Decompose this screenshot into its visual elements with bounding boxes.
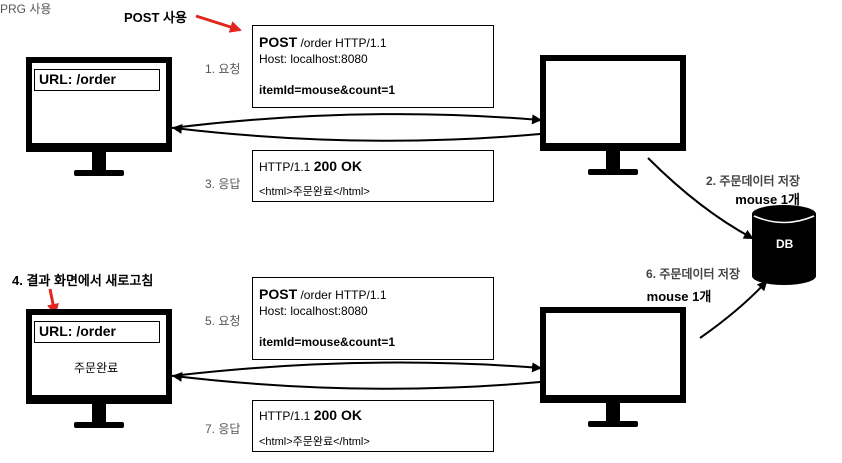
top-caption-fragment: PRG 사용 <box>0 2 52 16</box>
db-note-2: 2. 주문데이터 저장 mouse 1개 <box>680 172 800 208</box>
step-label-7: 7. 응답 <box>205 422 241 436</box>
status-prefix: HTTP/1.1 <box>259 409 311 423</box>
host-header: Host: localhost:8080 <box>259 52 368 66</box>
db-note-6: 6. 주문데이터 저장 mouse 1개 <box>618 265 740 305</box>
callout-refresh: 4. 결과 화면에서 새로고침 <box>12 273 154 288</box>
response-body: <html>주문완료</html> <box>259 436 370 448</box>
monitor-screen: URL: /order 주문완료 <box>26 309 172 404</box>
monitor-stand <box>606 403 620 421</box>
request-line: /order HTTP/1.1 <box>300 36 387 50</box>
request-arrow-top <box>171 113 542 129</box>
monitor-screen <box>540 307 686 403</box>
request-message-bottom: POST /order HTTP/1.1 Host: localhost:808… <box>252 277 494 360</box>
host-header: Host: localhost:8080 <box>259 304 368 318</box>
response-body: <html>주문완료</html> <box>259 186 370 198</box>
db-arrow-bottom <box>699 280 768 339</box>
response-arrow-top <box>172 123 541 142</box>
monitor-base <box>74 170 124 176</box>
response-arrow-bottom <box>172 371 541 390</box>
request-body: itemId=mouse&count=1 <box>259 83 396 97</box>
step-label-5: 5. 요청 <box>205 314 241 328</box>
monitor-stand <box>92 404 106 422</box>
request-arrow-bottom <box>171 361 542 377</box>
url-bar[interactable]: URL: /order <box>34 69 160 91</box>
step-label-3: 3. 응답 <box>205 177 241 191</box>
monitor-screen <box>540 55 686 151</box>
db-note-title: 6. 주문데이터 저장 <box>646 267 740 281</box>
http-method: POST <box>259 286 298 302</box>
http-method: POST <box>259 34 298 50</box>
callout-arrow-post <box>195 14 242 33</box>
url-bar[interactable]: URL: /order <box>34 321 160 343</box>
request-body: itemId=mouse&count=1 <box>259 335 396 349</box>
callout-post-usage: POST 사용 <box>124 10 187 25</box>
monitor-base <box>74 422 124 428</box>
status-code: 200 OK <box>313 158 362 174</box>
screen-order-complete-text: 주문완료 <box>74 361 119 375</box>
step-label-1: 1. 요청 <box>205 62 241 76</box>
monitor-screen: URL: /order <box>26 57 172 152</box>
request-message-top: POST /order HTTP/1.1 Host: localhost:808… <box>252 25 494 108</box>
status-prefix: HTTP/1.1 <box>259 160 311 174</box>
db-note-title: 2. 주문데이터 저장 <box>706 174 800 188</box>
db-note-sub: mouse 1개 <box>735 192 800 207</box>
db-note-sub: mouse 1개 <box>646 289 712 304</box>
monitor-stand <box>606 151 620 169</box>
db-label: DB <box>776 237 794 251</box>
request-line: /order HTTP/1.1 <box>300 288 387 302</box>
db-arrow-top <box>647 157 754 239</box>
monitor-stand <box>92 152 106 170</box>
database: DB <box>752 205 816 285</box>
database-cylinder-icon <box>752 205 816 285</box>
status-code: 200 OK <box>313 407 362 423</box>
monitor-base <box>588 421 638 427</box>
response-message-bottom: HTTP/1.1 200 OK <html>주문완료</html> <box>252 400 494 452</box>
monitor-base <box>588 169 638 175</box>
response-message-top: HTTP/1.1 200 OK <html>주문완료</html> <box>252 150 494 202</box>
